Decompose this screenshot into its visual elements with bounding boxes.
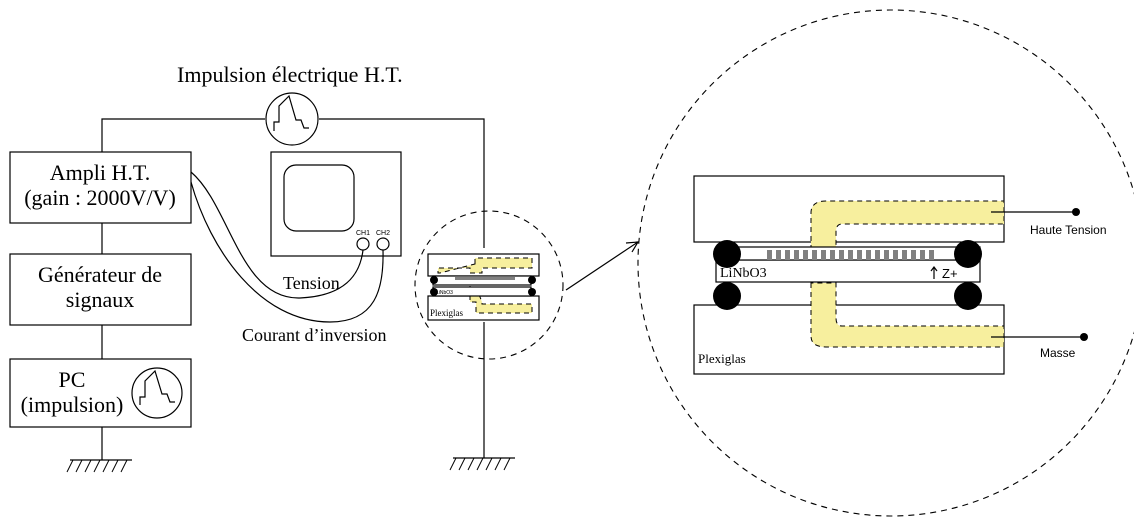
pc-label-line2: (impulsion) (21, 392, 124, 417)
oscilloscope: CH1 CH2 (270, 151, 402, 257)
pulse-label: Impulsion électrique H.T. (177, 62, 403, 87)
seal-bottom-left (713, 282, 741, 310)
small-plexiglas-label: Plexiglas (430, 308, 463, 318)
plexiglas-label: Plexiglas (698, 351, 746, 366)
tension-label: Tension (283, 273, 340, 293)
seal-top-right (954, 240, 982, 268)
ch2-label: CH2 (376, 230, 390, 237)
small-zoom-circle (414, 210, 564, 360)
lower-electrode (810, 282, 1005, 348)
generator-box: Générateur de signaux (9, 253, 192, 326)
small-linbo3-label: LiNbO3 (436, 290, 453, 296)
masse-terminal (1080, 333, 1088, 341)
ground-left-icon (66, 459, 132, 473)
pc-box: PC (impulsion) (9, 358, 192, 428)
ampli-box: Ampli H.T. (gain : 2000V/V) (9, 151, 192, 224)
z-axis-arrow-icon (930, 266, 938, 279)
generator-label-line1: Générateur de (38, 262, 162, 287)
pc-pulse-icon (131, 367, 183, 419)
zoom-arrow (565, 241, 640, 291)
ch1-label: CH1 (356, 230, 370, 237)
comb-electrode (767, 250, 934, 260)
oscilloscope-screen (283, 164, 355, 232)
top-wire (101, 118, 485, 458)
masse-label: Masse (1040, 346, 1076, 360)
courant-label: Courant d’inversion (242, 325, 386, 345)
probe-cables (190, 171, 384, 323)
generator-label-line2: signaux (66, 287, 134, 312)
seal-bottom-right (954, 282, 982, 310)
ampli-label-line1: Ampli H.T. (50, 160, 150, 185)
small-sample: LiNbO3 Plexiglas (427, 253, 540, 321)
pulse-source-icon (265, 92, 319, 146)
pc-label-line1: PC (59, 367, 86, 392)
terminal-leads (991, 208, 1088, 341)
haute-tension-terminal (1072, 208, 1080, 216)
large-sample: LiNbO3 Z+ Plexiglas (693, 175, 1005, 375)
linbo3-label: LiNbO3 (720, 266, 767, 281)
z-plus-label: Z+ (942, 266, 958, 281)
ground-right-icon (449, 457, 515, 471)
haute-tension-label: Haute Tension (1030, 223, 1107, 237)
large-zoom-circle (637, 9, 1134, 517)
upper-electrode (810, 200, 1005, 269)
ampli-label-line2: (gain : 2000V/V) (24, 185, 176, 210)
seal-top-left (713, 240, 741, 268)
small-comb (455, 277, 515, 280)
